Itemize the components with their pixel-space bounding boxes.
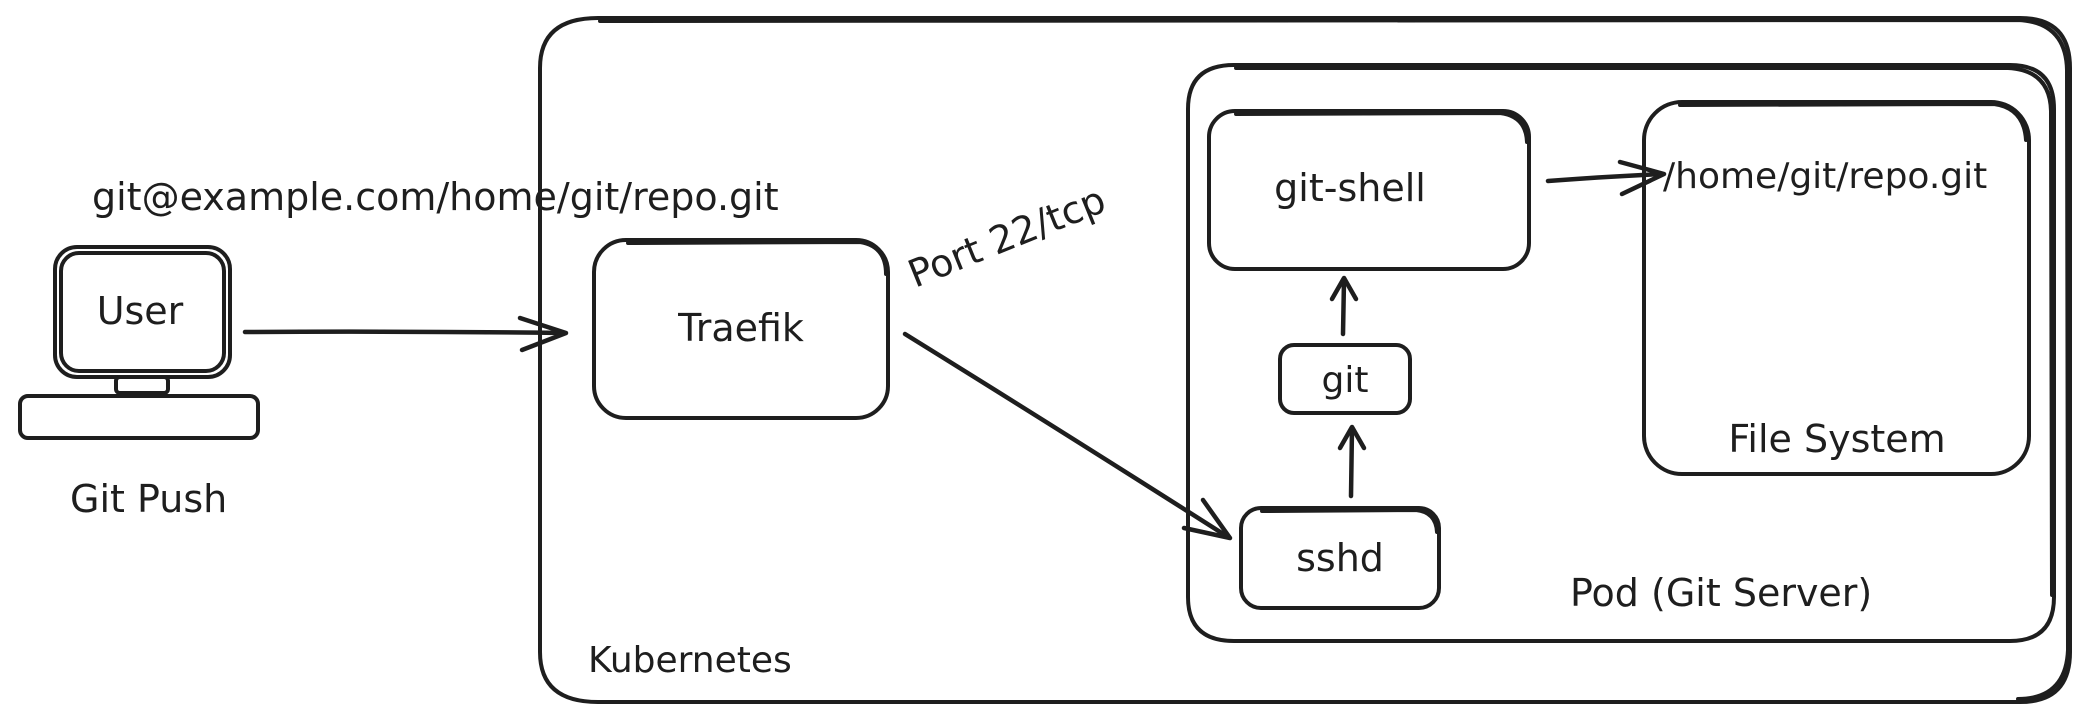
- kubernetes-label: Kubernetes: [588, 640, 792, 681]
- kubernetes-cluster: [538, 16, 2072, 704]
- filesystem-path-label: /home/git/repo.git: [1663, 156, 1987, 197]
- git-shell-to-filesystem-arrow: [1545, 159, 1667, 197]
- pod-label: Pod (Git Server): [1570, 571, 1872, 615]
- port-label: Port 22/tcp: [902, 177, 1112, 296]
- traefik-label: Traefik: [677, 306, 804, 350]
- git-node: [1278, 343, 1412, 415]
- sshd-node: [1239, 506, 1441, 610]
- git-push-label: Git Push: [70, 477, 227, 521]
- git-label: git: [1322, 360, 1369, 401]
- user-to-traefik-arrow: [242, 315, 569, 353]
- computer-icon: [18, 245, 260, 440]
- sshd-label: sshd: [1296, 536, 1384, 580]
- git-to-git-shell-arrow: [1329, 275, 1359, 337]
- repo-url-label: git@example.com/home/git/repo.git: [92, 175, 779, 219]
- git-shell-label: git-shell: [1274, 166, 1426, 210]
- sshd-to-git-arrow: [1337, 424, 1367, 499]
- filesystem-node: [1642, 100, 2031, 476]
- pod-boundary: [1186, 63, 2056, 643]
- git-shell-node: [1207, 109, 1531, 271]
- filesystem-label: File System: [1728, 417, 1945, 461]
- traefik-to-sshd-arrow: [902, 331, 1233, 541]
- traefik-node: [592, 238, 890, 420]
- user-label: User: [97, 289, 184, 333]
